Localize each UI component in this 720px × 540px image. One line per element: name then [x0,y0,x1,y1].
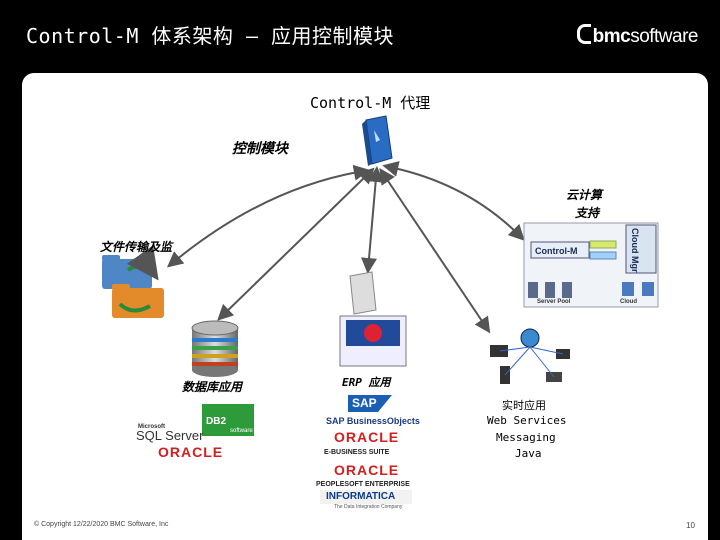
cloud-text: Cloud [620,299,637,305]
cloud-mgr-text: Cloud Mgr [630,228,640,273]
arrow-to-realtime [379,168,491,334]
oracle-logo-database: ORACLE [158,444,224,460]
web-services-label: Web Services [487,414,567,427]
agent-server-icon [362,115,393,166]
database-cylinder-icon [191,320,239,377]
arrow-to-file-transfer [166,164,370,268]
microsoft-text: Microsoft [138,424,165,430]
cloud-label-2: 支持 [575,206,600,220]
control-module-label: 控制模块 [232,141,288,157]
database-label: 数据库应用 [182,380,243,394]
erp-label: ERP 应用 [342,376,391,389]
arrow-to-database [217,167,375,321]
db2-software-text: software [230,428,253,434]
oracle-logo-peoplesoft: ORACLE [334,462,400,478]
realtime-label: 实时应用 [502,399,546,412]
cloud-panel [523,222,659,308]
server-pool-text: Server Pool [537,299,571,305]
slide-title: Control-M 体系架构 – 应用控制模块 [26,24,395,48]
bmc-logo: bmcsoftware [576,24,698,48]
brand-bold: bmc [592,26,631,47]
cloud-label: 云计算 [566,188,603,202]
file-transfer-label: 文件传输及监 [100,240,173,254]
erp-server-icon [339,271,407,367]
db2-text: DB2 [206,416,227,427]
sap-text: SAP [352,396,377,410]
informatica-text: INFORMATICA [326,491,396,502]
arrow-to-cloud [382,161,525,241]
sql-server-logo: SQL Server [136,428,204,443]
db2-logo-icon [202,404,254,436]
business-objects-logo: SAP BusinessObjects [326,416,420,426]
sap-logo-icon [348,395,392,412]
page-number: 10 [686,521,695,530]
informatica-logo-icon [320,490,412,504]
footer-copyright: © Copyright 12/22/2020 BMC Software, Inc [34,521,169,528]
peoplesoft-text: PEOPLESOFT ENTERPRISE [316,481,410,488]
folder-transfer-icon [102,245,164,318]
messaging-label: Messaging [496,431,556,444]
realtime-devices-icon [490,328,570,384]
cloud-control-m-text: Control-M [535,246,578,256]
arrow-to-erp [361,166,384,274]
oracle-logo-ebs: ORACLE [334,429,400,445]
bmc-logo-mark-icon [576,24,591,44]
informatica-tagline: The Data Integration Company [334,504,403,510]
java-label: Java [515,447,542,460]
agent-label: Control-M 代理 [310,94,431,112]
ebusiness-suite-text: E-BUSINESS SUITE [324,449,390,456]
brand-light: software [630,26,698,47]
